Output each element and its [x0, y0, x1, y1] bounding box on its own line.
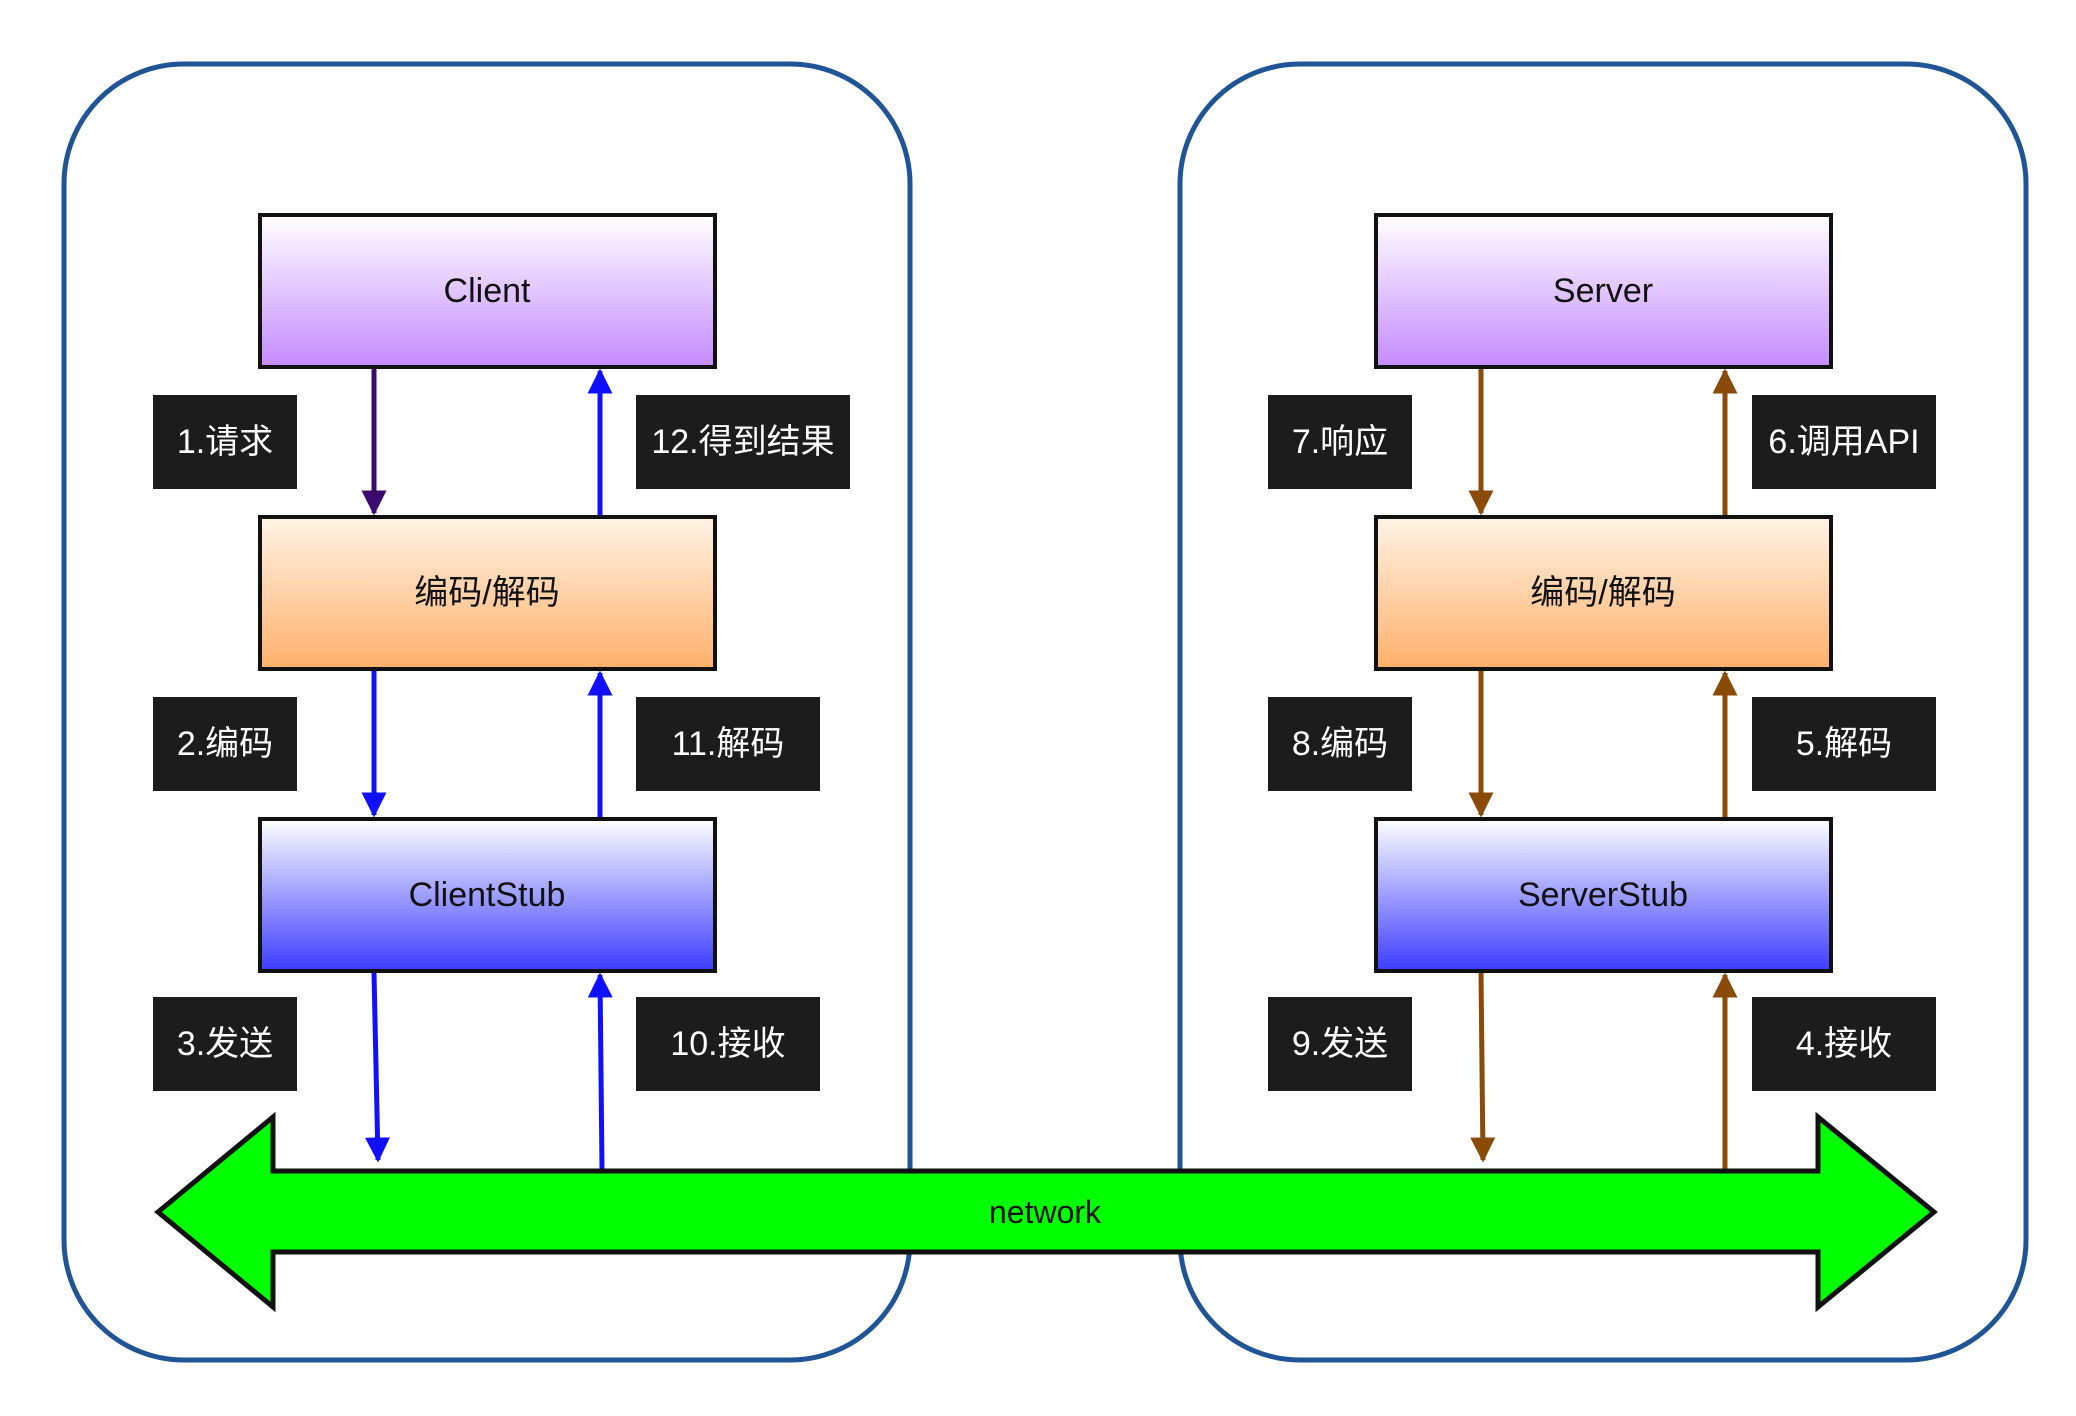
label-client-request: 1.请求: [153, 395, 297, 489]
svg-text:7.响应: 7.响应: [1292, 423, 1388, 461]
svg-text:11.解码: 11.解码: [672, 725, 785, 763]
network-label: network: [989, 1194, 1102, 1230]
label-server-respond: 7.响应: [1268, 395, 1412, 489]
client-box-label: Client: [444, 272, 531, 310]
label-client-decode: 11.解码: [636, 697, 820, 791]
svg-text:12.得到结果: 12.得到结果: [651, 423, 834, 461]
svg-text:5.解码: 5.解码: [1796, 725, 1892, 763]
svg-text:6.调用API: 6.调用API: [1768, 423, 1919, 461]
client-stub-box: ClientStub: [258, 817, 717, 973]
label-server-decode: 5.解码: [1752, 697, 1936, 791]
label-client-send: 3.发送: [153, 997, 297, 1091]
server-stub-box: ServerStub: [1374, 817, 1833, 973]
label-server-send: 9.发送: [1268, 997, 1412, 1091]
label-client-result: 12.得到结果: [636, 395, 850, 489]
network-arrow: network: [154, 1111, 1938, 1313]
svg-text:10.接收: 10.接收: [670, 1025, 785, 1063]
label-server-receive: 4.接收: [1752, 997, 1936, 1091]
server-box: Server: [1374, 213, 1833, 369]
svg-text:2.编码: 2.编码: [177, 725, 273, 763]
svg-text:9.发送: 9.发送: [1292, 1025, 1388, 1063]
label-client-receive: 10.接收: [636, 997, 820, 1091]
server-stub-label: ServerStub: [1518, 876, 1688, 914]
svg-text:8.编码: 8.编码: [1292, 725, 1388, 763]
label-server-encode: 8.编码: [1268, 697, 1412, 791]
client-codec-box: 编码/解码: [258, 515, 717, 671]
server-box-label: Server: [1553, 272, 1653, 310]
server-codec-box: 编码/解码: [1374, 515, 1833, 671]
svg-text:3.发送: 3.发送: [177, 1025, 273, 1063]
arrow-server-send: [1470, 972, 1496, 1163]
client-stub-label: ClientStub: [409, 876, 566, 914]
label-server-call-api: 6.调用API: [1752, 395, 1936, 489]
label-client-encode: 2.编码: [153, 697, 297, 791]
svg-text:1.请求: 1.请求: [177, 423, 273, 461]
arrow-client-send: [365, 972, 391, 1163]
server-codec-label: 编码/解码: [1530, 574, 1675, 612]
client-box: Client: [258, 213, 717, 369]
svg-text:4.接收: 4.接收: [1796, 1025, 1892, 1063]
arrow-client-receive: [587, 972, 613, 1171]
client-codec-label: 编码/解码: [414, 574, 559, 612]
